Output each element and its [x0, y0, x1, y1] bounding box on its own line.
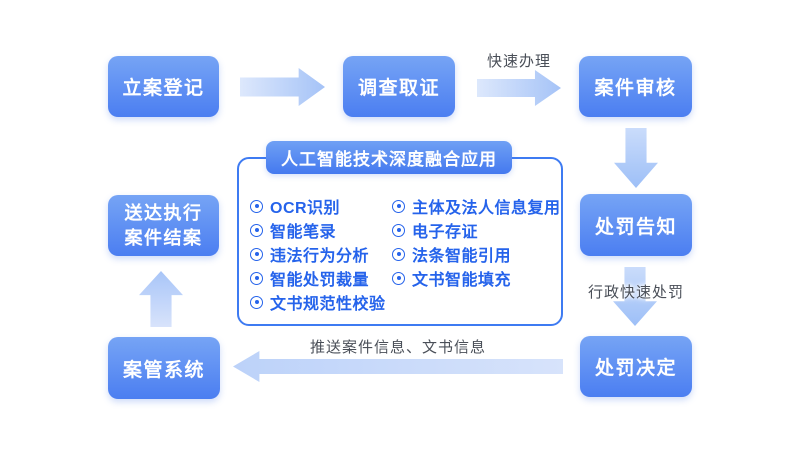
circle-dot-icon — [392, 271, 405, 285]
node-label-line1: 送达执行 — [124, 202, 203, 223]
node-label: 调查取证 — [357, 78, 440, 99]
ai-feature-item: 主体及法人信息复用 — [392, 194, 561, 218]
arrow-label-fast-processing: 快速办理 — [486, 53, 551, 70]
circle-dot-icon — [250, 295, 263, 309]
ai-feature-label: 文书规范性校验 — [270, 296, 386, 313]
circle-dot-icon — [250, 271, 263, 285]
node-case-review: 案件审核 — [579, 56, 692, 117]
node-label: 处罚决定 — [594, 358, 677, 379]
node-label: 立案登记 — [122, 78, 205, 99]
node-case-registration: 立案登记 — [108, 56, 219, 117]
ai-feature-item: 法条智能引用 — [392, 242, 561, 266]
ai-feature-label: OCR识别 — [270, 200, 341, 217]
circle-dot-icon — [250, 223, 263, 237]
ai-feature-item: OCR识别 — [250, 194, 386, 218]
ai-feature-item: 违法行为分析 — [250, 242, 386, 266]
node-penalty-notice: 处罚告知 — [580, 194, 692, 256]
ai-feature-item: 电子存证 — [392, 218, 561, 242]
node-label: 处罚告知 — [594, 216, 677, 238]
ai-feature-item: 智能处罚裁量 — [250, 266, 386, 290]
node-label: 送达执行案件结案 — [125, 201, 203, 251]
node-investigation: 调查取证 — [343, 56, 455, 117]
ai-feature-label: 智能笔录 — [270, 224, 337, 241]
ai-panel-title: 人工智能技术深度融合应用 — [266, 141, 512, 174]
ai-feature-label: 违法行为分析 — [270, 248, 370, 265]
arrow-down-icon — [614, 128, 658, 188]
arrow-right-icon — [240, 68, 325, 106]
node-penalty-decision: 处罚决定 — [580, 336, 692, 397]
node-delivery-execution-closure: 送达执行案件结案 — [108, 195, 219, 256]
ai-feature-label: 法条智能引用 — [412, 248, 512, 265]
circle-dot-icon — [392, 247, 405, 261]
ai-feature-label: 文书智能填充 — [412, 272, 512, 289]
arrow-right-icon — [477, 70, 561, 106]
circle-dot-icon — [392, 199, 405, 213]
arrow-up-icon — [139, 271, 183, 327]
ai-feature-label: 智能处罚裁量 — [270, 272, 370, 289]
ai-feature-item: 智能笔录 — [250, 218, 386, 242]
node-label: 案管系统 — [122, 359, 205, 381]
ai-feature-label: 电子存证 — [412, 224, 479, 241]
ai-feature-item: 文书规范性校验 — [250, 290, 386, 314]
node-label-line2: 案件结案 — [124, 227, 203, 248]
ai-feature-label: 主体及法人信息复用 — [412, 200, 561, 217]
node-case-management-system: 案管系统 — [108, 337, 220, 399]
ai-feature-list-left: OCR识别 智能笔录 违法行为分析 智能处罚裁量 文书规范性校验 — [250, 194, 386, 314]
arrow-label-push-case-info: 推送案件信息、文书信息 — [309, 339, 486, 356]
circle-dot-icon — [250, 247, 263, 261]
ai-feature-item: 文书智能填充 — [392, 266, 561, 290]
circle-dot-icon — [392, 223, 405, 237]
arrow-label-administrative-fast-penalty: 行政快速处罚 — [587, 284, 684, 301]
node-label: 案件审核 — [594, 78, 677, 99]
ai-panel: OCR识别 智能笔录 违法行为分析 智能处罚裁量 文书规范性校验 主体及法人信息… — [237, 157, 563, 326]
ai-feature-list-right: 主体及法人信息复用 电子存证 法条智能引用 文书智能填充 — [392, 194, 561, 290]
circle-dot-icon — [250, 199, 263, 213]
